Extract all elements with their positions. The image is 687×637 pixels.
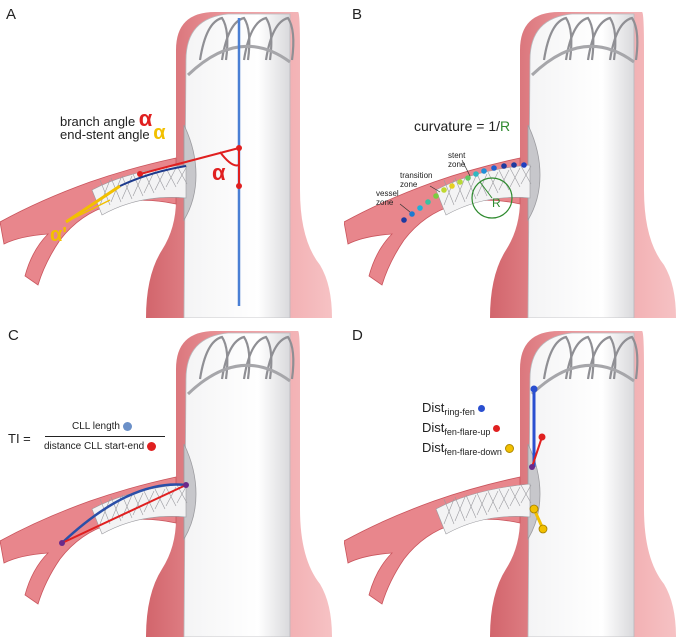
end-stent-angle-label: end-stent angle α bbox=[60, 122, 166, 145]
centerline-point-low bbox=[236, 183, 242, 189]
curvature-formula: curvature = 1/R bbox=[414, 118, 510, 134]
yellow-dot-icon bbox=[504, 444, 514, 454]
stent-crowns bbox=[542, 16, 639, 61]
dist-fen-flare-up-sub: fen-flare-up bbox=[444, 427, 491, 437]
branch-stent-mesh bbox=[435, 483, 532, 535]
panel-label-b: B bbox=[352, 6, 363, 23]
end-stent-angle-text: end-stent angle bbox=[60, 127, 150, 142]
transition-zone-pointer bbox=[429, 185, 441, 193]
stent-ring bbox=[530, 44, 635, 77]
red-dot-icon bbox=[147, 441, 157, 451]
curvature-circle bbox=[471, 177, 513, 219]
aorta-lumen bbox=[527, 13, 635, 318]
stent-crowns bbox=[542, 335, 639, 380]
ti-numerator: CLL length bbox=[72, 421, 132, 432]
radius-r-label: R bbox=[492, 196, 501, 210]
dist-word-2: Dist bbox=[422, 420, 445, 435]
alpha-main-label: α bbox=[212, 160, 226, 185]
branch-point bbox=[137, 171, 143, 177]
blue-dot-icon bbox=[123, 421, 132, 431]
stent-crowns bbox=[198, 16, 295, 61]
ti-prefix: TI = bbox=[8, 431, 31, 446]
flare-down-point-bottom bbox=[538, 524, 548, 534]
flare-down-point-top bbox=[529, 504, 539, 514]
cll-end-point bbox=[183, 482, 189, 488]
dist-word-1: Dist bbox=[422, 400, 445, 415]
dist-ring-fen-sub: ring-fen bbox=[444, 407, 475, 417]
cll-curve bbox=[61, 483, 187, 544]
vessel-illustration-d bbox=[344, 331, 676, 637]
stent-centerline bbox=[119, 165, 187, 187]
flare-up-point bbox=[538, 433, 546, 441]
blue-dot-icon bbox=[477, 405, 485, 413]
panel-a: A branch angle α end-stent angle α α α' bbox=[0, 0, 343, 318]
panel-label-c: C bbox=[8, 327, 19, 344]
alpha-prime-label: α' bbox=[50, 224, 68, 246]
dist-ring-fen-label: Distring-fen bbox=[422, 400, 485, 417]
panel-label-a: A bbox=[6, 6, 17, 23]
flare-up-line bbox=[531, 436, 543, 468]
dist-fen-flare-up-label: Distfen-flare-up bbox=[422, 420, 501, 437]
vessel-zone-pointer bbox=[399, 203, 411, 213]
centerline-point bbox=[236, 145, 242, 151]
dist-fen-flare-down-sub: fen-flare-down bbox=[444, 447, 502, 457]
vessel-illustration-a bbox=[0, 12, 332, 318]
vessel-illustration-c bbox=[0, 331, 332, 637]
ti-denominator: distance CLL start-end bbox=[44, 441, 157, 452]
curvature-r: R bbox=[500, 118, 511, 134]
ti-numerator-text: CLL length bbox=[72, 421, 120, 432]
end-stent-line bbox=[65, 184, 121, 224]
red-dot-icon bbox=[493, 425, 501, 433]
branch-angle-label: branch angle α bbox=[60, 106, 152, 132]
branch-axis-line bbox=[139, 147, 240, 175]
aorta-lumen bbox=[527, 332, 635, 637]
curvature-prefix: curvature = 1/ bbox=[414, 118, 500, 134]
ti-fraction-bar bbox=[45, 436, 165, 437]
vessel-illustration-b bbox=[344, 12, 676, 318]
fenestration-point bbox=[529, 464, 535, 470]
dist-fen-flare-down-label: Distfen-flare-down bbox=[422, 440, 514, 457]
panel-c: C TI = CLL length distance CLL start-end bbox=[0, 319, 343, 637]
aorta-lumen bbox=[183, 332, 291, 637]
stent-ring bbox=[186, 363, 291, 396]
fenestration-flare bbox=[183, 124, 197, 222]
stent-zone-pointer bbox=[461, 159, 471, 177]
ring-point bbox=[530, 385, 538, 393]
start-end-line bbox=[61, 484, 187, 544]
ti-denominator-text: distance CLL start-end bbox=[44, 441, 145, 452]
fenestration-flare bbox=[183, 443, 197, 541]
alpha-red-symbol: α bbox=[138, 106, 153, 131]
alpha-arc bbox=[219, 151, 240, 167]
cll-start-point bbox=[59, 540, 65, 546]
branch-angle-text: branch angle bbox=[60, 114, 136, 129]
panel-label-d: D bbox=[352, 327, 363, 344]
branch-stent-mesh bbox=[435, 164, 532, 216]
curvature-colored-centerline bbox=[401, 162, 527, 223]
stent-crowns bbox=[198, 335, 295, 380]
panel-d: D Distring-fen Distfen-flare-up Distfen-… bbox=[344, 319, 687, 637]
end-stent-ref bbox=[65, 199, 111, 223]
stent-ring bbox=[530, 363, 635, 396]
alpha-yellow-symbol: α bbox=[153, 122, 166, 144]
fenestration-flare bbox=[527, 124, 541, 222]
dist-word-3: Dist bbox=[422, 440, 445, 455]
radius-line bbox=[479, 181, 493, 199]
